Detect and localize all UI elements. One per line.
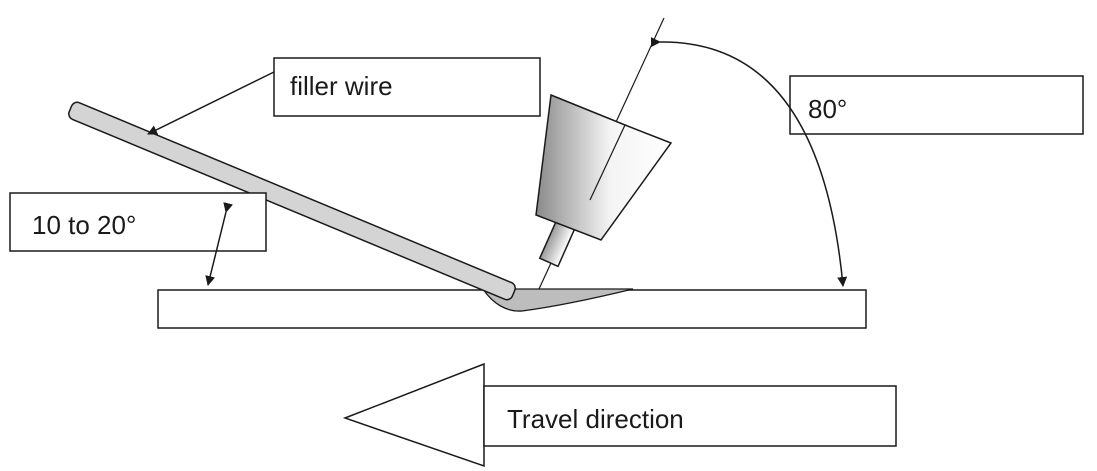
- filler-angle-label: 10 to 20°: [32, 210, 136, 240]
- filler-wire-label: filler wire: [290, 71, 393, 101]
- filler-wire-rod: [68, 101, 516, 301]
- torch-centerline-over: [589, 124, 626, 201]
- weld-pool: [481, 288, 634, 312]
- filler-angle-dimension-arrow: [205, 202, 234, 286]
- filler-wire-leader-arrow: [147, 71, 275, 135]
- torch-angle-label: 80°: [808, 94, 847, 124]
- torch-angle-arc: [650, 37, 848, 287]
- travel-direction-label: Travel direction: [507, 404, 684, 434]
- travel-direction-label-box: [483, 385, 897, 447]
- torch-nozzle: [535, 93, 673, 241]
- filler-wire-label-box: [273, 57, 541, 117]
- travel-direction-arrowhead: [342, 362, 485, 468]
